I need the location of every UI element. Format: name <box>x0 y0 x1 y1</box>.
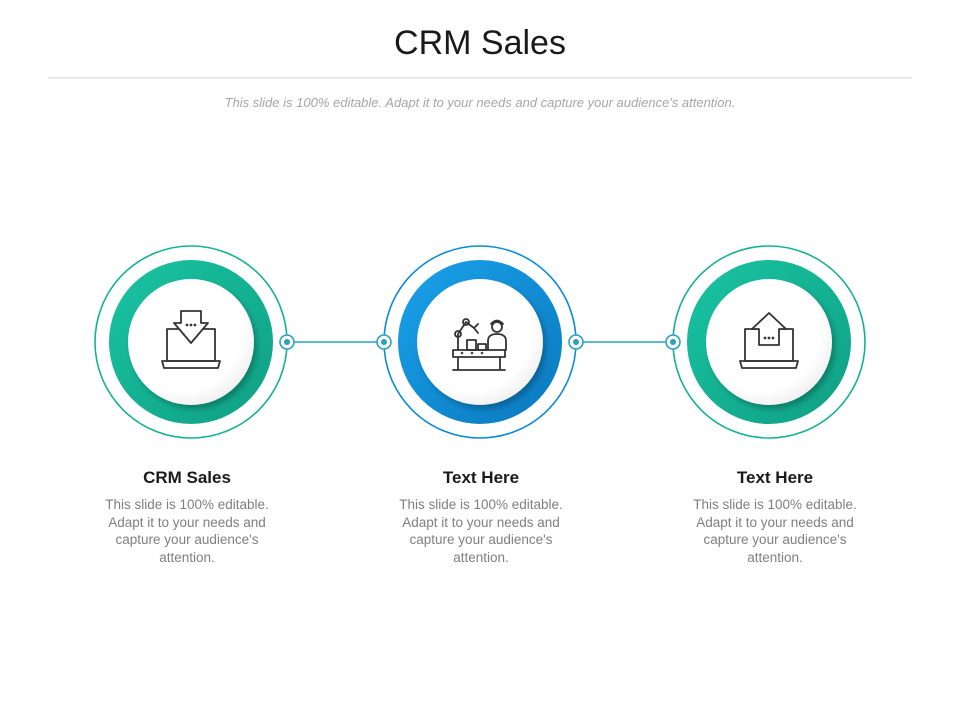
laptop-upload-icon <box>739 312 799 369</box>
factory-robot-worker-icon <box>452 318 507 371</box>
item-2-description: This slide is 100% editable. Adapt it to… <box>399 497 563 565</box>
step-circle-1 <box>94 245 288 439</box>
slide-title: CRM Sales <box>394 24 566 62</box>
laptop-download-icon <box>161 310 221 369</box>
item-3-description: This slide is 100% editable. Adapt it to… <box>693 497 857 565</box>
connector-node <box>665 334 681 350</box>
step-circle-2 <box>383 245 577 439</box>
item-1-description: This slide is 100% editable. Adapt it to… <box>105 497 269 565</box>
item-2-title: Text Here <box>442 468 520 487</box>
connector-node <box>376 334 392 350</box>
title-divider <box>48 77 912 79</box>
item-1-title: CRM Sales <box>143 468 231 487</box>
item-3-title: Text Here <box>736 468 814 487</box>
connector-node <box>568 334 584 350</box>
step-circle-3 <box>672 245 866 439</box>
slide-subtitle: This slide is 100% editable. Adapt it to… <box>224 95 736 110</box>
process-diagram <box>94 245 866 439</box>
connector-node <box>279 334 295 350</box>
